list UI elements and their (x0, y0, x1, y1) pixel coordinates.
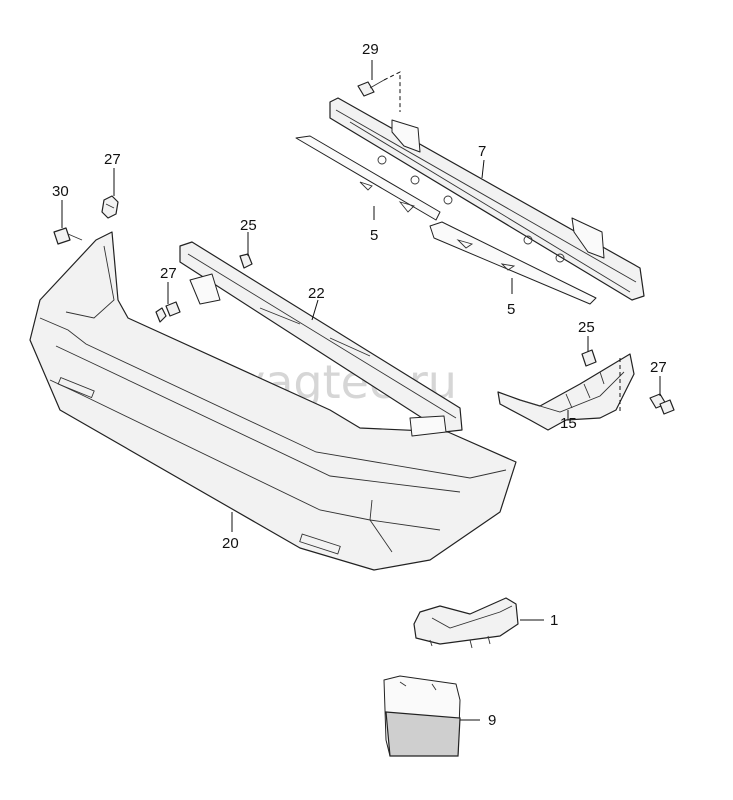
bolt-29[interactable] (357, 71, 401, 112)
callout-22: 22 (308, 285, 325, 302)
callout-25-left: 25 (240, 217, 257, 234)
clip-27-right[interactable] (649, 393, 675, 415)
leader-lines (61, 60, 661, 721)
clip-25-right[interactable] (581, 349, 597, 367)
callout-27-right: 27 (650, 359, 667, 376)
reinforcement-beam[interactable] (329, 97, 645, 301)
callout-27-left: 27 (160, 265, 177, 282)
bolt-30[interactable] (53, 227, 83, 245)
callout-9: 9 (488, 712, 496, 729)
callout-30: 30 (52, 183, 69, 200)
bumper-cover[interactable] (29, 231, 517, 571)
side-bracket[interactable] (497, 353, 635, 431)
guide-rail[interactable] (179, 241, 463, 437)
clip-27-top[interactable] (101, 195, 119, 219)
clip-25-left[interactable] (239, 253, 253, 269)
callout-5-lower: 5 (507, 301, 515, 318)
clip-27-left[interactable] (155, 301, 181, 323)
callout-29: 29 (362, 41, 379, 58)
callout-20: 20 (222, 535, 239, 552)
guide-strip[interactable] (295, 135, 597, 305)
reflector[interactable] (383, 675, 461, 757)
callout-5-upper: 5 (370, 227, 378, 244)
end-cap[interactable] (413, 597, 519, 649)
callout-25-right: 25 (578, 319, 595, 336)
callout-27-top: 27 (104, 151, 121, 168)
callout-1: 1 (550, 612, 558, 629)
callout-7: 7 (478, 143, 486, 160)
callout-15: 15 (560, 415, 577, 432)
